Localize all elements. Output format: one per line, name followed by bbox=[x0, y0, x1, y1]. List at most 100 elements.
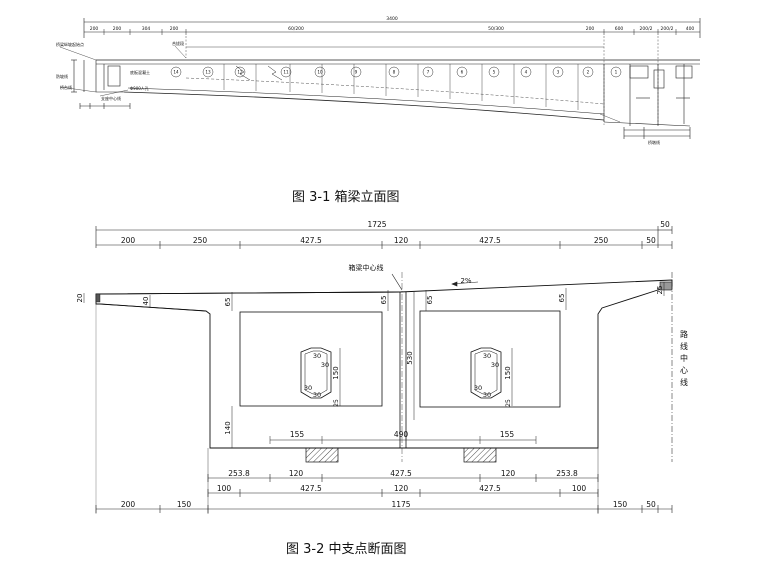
annotation: 底板混凝土 bbox=[130, 69, 150, 75]
dim-label: 427.5 bbox=[479, 484, 501, 493]
dim-label: 250 bbox=[193, 236, 208, 245]
bearing-dim-lines bbox=[269, 436, 537, 444]
segment-id: 12 bbox=[237, 70, 243, 75]
chamfer-label: 30 bbox=[483, 391, 491, 399]
dim-label: 50 bbox=[646, 236, 656, 245]
dim-label: 427.5 bbox=[300, 484, 322, 493]
dim-label: 25 bbox=[505, 399, 512, 407]
dim-label: 427.5 bbox=[479, 236, 501, 245]
dim-label: 150 bbox=[332, 366, 340, 379]
elevation-drawing bbox=[59, 18, 701, 139]
figure2-caption: 图 3-2 中支点断面图 bbox=[286, 542, 407, 557]
dim-label: 25 bbox=[656, 286, 664, 295]
dim-label: 200 bbox=[121, 236, 136, 245]
dim-label: 120 bbox=[501, 469, 516, 478]
annotation: 桥梁纵坡起始点 bbox=[56, 41, 84, 47]
road-center-label: 路线中心线 bbox=[680, 329, 689, 390]
dim-label: 253.8 bbox=[556, 469, 578, 478]
annotation: 支座中心线 bbox=[101, 95, 121, 101]
annotation: 防坡线 bbox=[56, 73, 68, 79]
dim-label: 250 bbox=[594, 236, 609, 245]
dim-label: 200 bbox=[586, 26, 595, 32]
segment-id: 5 bbox=[493, 70, 496, 75]
center-line-label: 箱梁中心线 bbox=[349, 263, 384, 272]
dim-label: 65 bbox=[380, 296, 388, 305]
segment-id: 8 bbox=[393, 70, 396, 75]
elevation-annotations: 桥梁纵坡起始点 桥台线 支座中心线 防坡线 合拢段 底板混凝土 Φ900人孔 桥… bbox=[56, 40, 660, 145]
bearings bbox=[305, 447, 497, 463]
segment-id: 2 bbox=[587, 70, 590, 75]
segment-id: 9 bbox=[355, 70, 358, 75]
section-vertical-dims bbox=[83, 282, 665, 448]
dim-label: 155 bbox=[500, 430, 515, 439]
dim-label: 120 bbox=[394, 236, 409, 245]
dim-label: 200 bbox=[121, 500, 136, 509]
annotation-leaders bbox=[391, 273, 479, 291]
dim-label: 65 bbox=[558, 294, 566, 303]
dim-label: 100 bbox=[572, 484, 587, 493]
dim-label: 65 bbox=[426, 296, 434, 305]
section-bottom-dims bbox=[95, 304, 673, 514]
segment-id: 1 bbox=[615, 70, 618, 75]
segment-id: 3 bbox=[557, 70, 560, 75]
section-dim-lines bbox=[95, 226, 673, 249]
segment-id: 11 bbox=[283, 70, 289, 75]
dim-label: 50 bbox=[646, 500, 656, 509]
dim-label: 40 bbox=[142, 297, 150, 306]
dim-label: 200/2 bbox=[661, 26, 674, 32]
dim-label: 120 bbox=[289, 469, 304, 478]
slope-label: 2% bbox=[460, 277, 471, 285]
dim-label: 155 bbox=[290, 430, 305, 439]
dim-label: 490 bbox=[394, 430, 409, 439]
dim-label: 25 bbox=[333, 399, 340, 407]
annotation: Φ900人孔 bbox=[130, 85, 149, 91]
dim-label: 530 bbox=[406, 351, 414, 364]
dim-label: 253.8 bbox=[228, 469, 250, 478]
dim-label: 140 bbox=[224, 421, 232, 434]
chamfer-label: 30 bbox=[491, 361, 499, 369]
segment-id: 7 bbox=[427, 70, 430, 75]
dim-label: 150 bbox=[177, 500, 192, 509]
chamfer-label: 30 bbox=[483, 352, 491, 360]
dim-label: 20 bbox=[76, 294, 84, 303]
segment-id: 13 bbox=[205, 70, 211, 75]
dim-label: 150 bbox=[613, 500, 628, 509]
dim-label: 50 bbox=[660, 220, 670, 229]
section-vertical-labels: 20 40 65 65 65 65 25 530 140 150 150 25 … bbox=[76, 286, 664, 435]
figure1-caption: 图 3-1 箱梁立面图 bbox=[292, 190, 400, 205]
dim-label: 1725 bbox=[367, 220, 386, 229]
chamfer-label: 30 bbox=[474, 384, 482, 392]
dim-label: 1175 bbox=[391, 500, 410, 509]
annotation: 合拢段 bbox=[172, 40, 184, 46]
dim-label: 65 bbox=[224, 298, 232, 307]
dim-label: 200/2 bbox=[640, 26, 653, 32]
dim-label: 200 bbox=[90, 26, 99, 32]
dim-label: 100 bbox=[217, 484, 232, 493]
dim-label: 427.5 bbox=[300, 236, 322, 245]
segment-id: 14 bbox=[173, 70, 179, 75]
segment-id: 6 bbox=[461, 70, 464, 75]
dim-label: 600 bbox=[615, 26, 624, 32]
annotation: 桥台线 bbox=[60, 84, 72, 90]
section-dimension-labels: 1725 50 200 250 427.5 120 427.5 250 50 箱… bbox=[121, 220, 670, 509]
dim-label: 200 bbox=[113, 26, 122, 32]
total-dimension: 3400 bbox=[386, 16, 398, 22]
chamfer-label: 30 bbox=[313, 391, 321, 399]
dim-label: 200 bbox=[170, 26, 179, 32]
dim-label: 427.5 bbox=[390, 469, 412, 478]
segment-labels: 14 13 12 11 10 9 8 7 6 5 4 3 2 1 bbox=[173, 70, 617, 75]
dim-label: 150 bbox=[504, 366, 512, 379]
segment-markers bbox=[170, 66, 622, 78]
dim-label: 50/300 bbox=[488, 26, 504, 32]
elevation-dimensions: 3400 200 200 304 200 60/200 50/300 200 6… bbox=[90, 16, 695, 32]
chamfer-label: 30 bbox=[313, 352, 321, 360]
dim-label: 120 bbox=[394, 484, 409, 493]
dim-label: 304 bbox=[142, 26, 151, 32]
dim-label: 60/200 bbox=[288, 26, 304, 32]
chamfer-label: 30 bbox=[304, 384, 312, 392]
segment-id: 4 bbox=[525, 70, 528, 75]
segment-id: 10 bbox=[317, 70, 323, 75]
annotation: 桥墩线 bbox=[648, 139, 660, 145]
box-girder-section bbox=[95, 272, 673, 462]
